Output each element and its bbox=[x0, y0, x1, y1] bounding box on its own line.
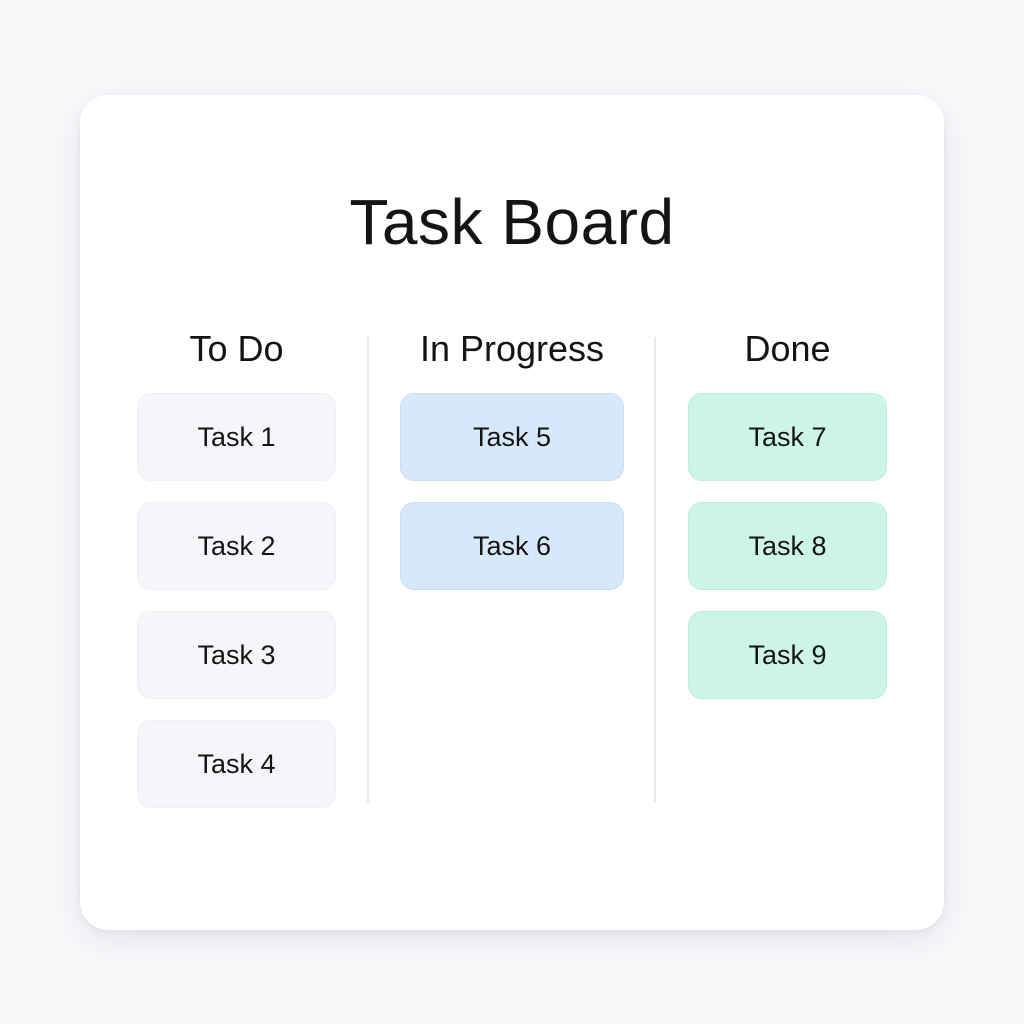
column-card-list-in-progress: Task 5 Task 6 bbox=[400, 393, 624, 590]
column-card-list-to-do: Task 1 Task 2 Task 3 Task 4 bbox=[137, 393, 336, 808]
task-card-6[interactable]: Task 6 bbox=[400, 502, 624, 590]
board-title: Task Board bbox=[349, 186, 675, 258]
column-to-do: To Do Task 1 Task 2 Task 3 Task 4 bbox=[137, 327, 336, 829]
column-header-to-do: To Do bbox=[189, 328, 284, 369]
task-card-4[interactable]: Task 4 bbox=[137, 720, 336, 808]
task-card-3[interactable]: Task 3 bbox=[137, 611, 336, 699]
column-card-list-done: Task 7 Task 8 Task 9 bbox=[688, 393, 887, 699]
task-card-1[interactable]: Task 1 bbox=[137, 393, 336, 481]
column-in-progress: In Progress Task 5 Task 6 bbox=[400, 327, 624, 611]
task-card-5[interactable]: Task 5 bbox=[400, 393, 624, 481]
task-board: Task Board To Do Task 1 Task 2 Task 3 Ta… bbox=[80, 95, 944, 930]
task-card-9[interactable]: Task 9 bbox=[688, 611, 887, 699]
column-header-in-progress: In Progress bbox=[419, 328, 605, 369]
column-divider bbox=[367, 337, 369, 803]
column-header-done: Done bbox=[744, 328, 831, 369]
column-divider bbox=[654, 337, 656, 803]
task-card-8[interactable]: Task 8 bbox=[688, 502, 887, 590]
task-card-7[interactable]: Task 7 bbox=[688, 393, 887, 481]
task-card-2[interactable]: Task 2 bbox=[137, 502, 336, 590]
column-done: Done Task 7 Task 8 Task 9 bbox=[688, 327, 887, 720]
